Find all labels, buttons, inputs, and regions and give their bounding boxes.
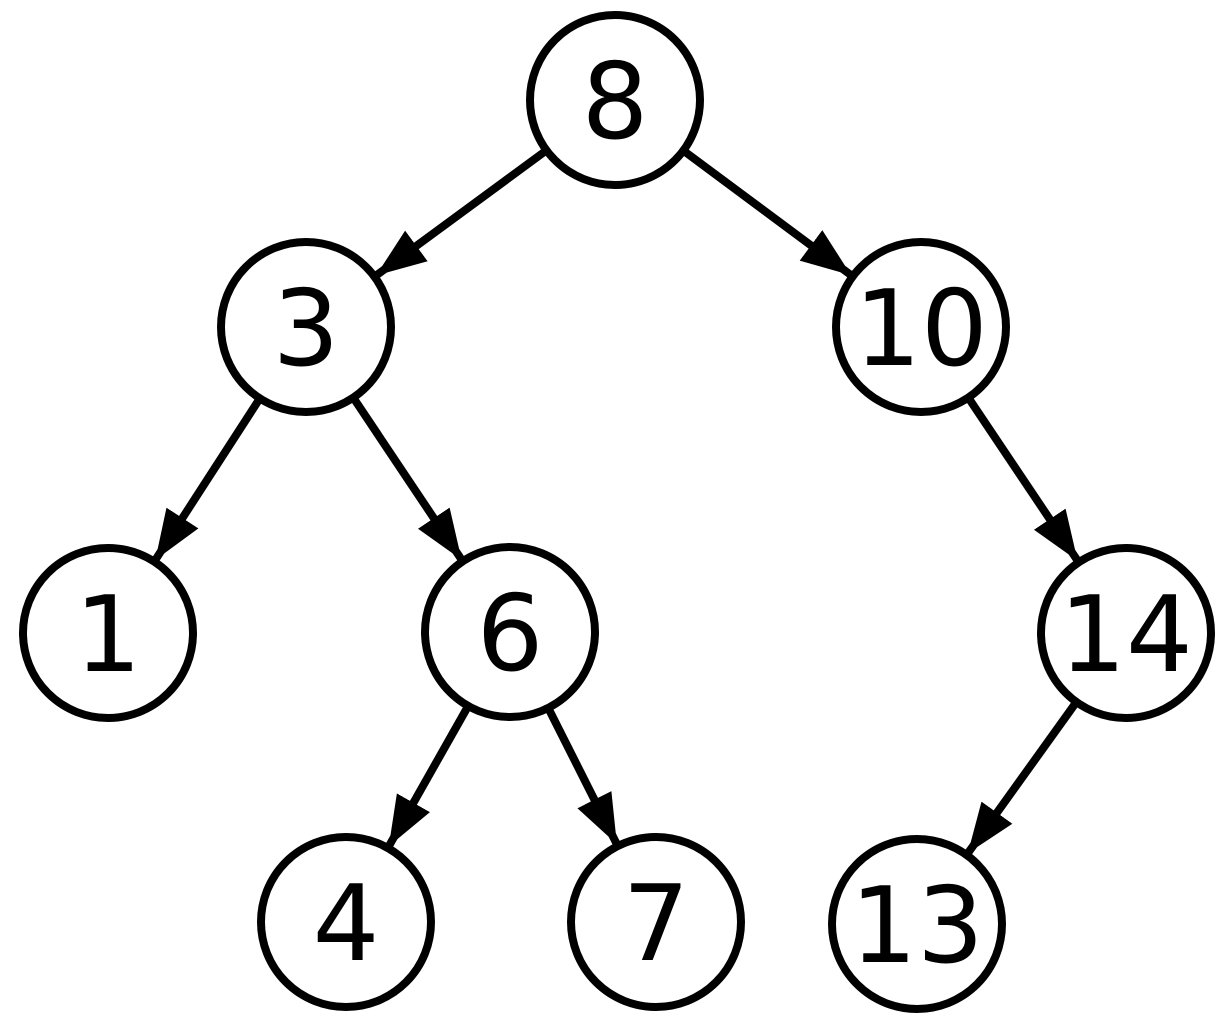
edge-10-14 bbox=[964, 395, 1081, 563]
node-circle-7 bbox=[567, 833, 745, 1011]
node-label-3: 3 bbox=[273, 268, 340, 390]
node-label-10: 10 bbox=[854, 268, 988, 390]
node-label-6: 6 bbox=[477, 573, 544, 695]
node-label-1: 1 bbox=[75, 574, 142, 696]
node-label-4: 4 bbox=[313, 863, 380, 985]
edge-8-3 bbox=[373, 147, 549, 279]
node-label-7: 7 bbox=[623, 863, 690, 985]
tree-node-1: 1 bbox=[19, 544, 197, 722]
tree-node-4: 4 bbox=[257, 833, 435, 1011]
node-circle-1 bbox=[19, 544, 197, 722]
tree-node-14: 14 bbox=[1037, 544, 1215, 722]
tree-node-13: 13 bbox=[828, 835, 1006, 1013]
edge-14-13 bbox=[964, 699, 1080, 856]
edge-3-1 bbox=[151, 396, 264, 563]
node-circle-3 bbox=[217, 238, 395, 416]
tree-node-8: 8 bbox=[526, 11, 704, 189]
edge-3-6 bbox=[349, 395, 465, 562]
node-circle-8 bbox=[526, 11, 704, 189]
tree-node-3: 3 bbox=[217, 238, 395, 416]
node-label-13: 13 bbox=[850, 865, 984, 987]
node-circle-10 bbox=[832, 238, 1010, 416]
edge-6-4 bbox=[385, 704, 472, 849]
node-circle-4 bbox=[257, 833, 435, 1011]
edge-8-10 bbox=[680, 147, 854, 279]
node-circle-6 bbox=[421, 543, 599, 721]
tree-node-6: 6 bbox=[421, 543, 599, 721]
nodes-layer: 8 3 10 1 6 14 4 7 13 bbox=[19, 11, 1215, 1013]
node-label-14: 14 bbox=[1059, 574, 1193, 696]
node-circle-13 bbox=[828, 835, 1006, 1013]
tree-node-7: 7 bbox=[567, 833, 745, 1011]
tree-node-10: 10 bbox=[832, 238, 1010, 416]
edge-6-7 bbox=[544, 706, 621, 847]
node-label-8: 8 bbox=[582, 41, 649, 163]
node-circle-14 bbox=[1037, 544, 1215, 722]
edges-layer bbox=[151, 147, 1081, 856]
